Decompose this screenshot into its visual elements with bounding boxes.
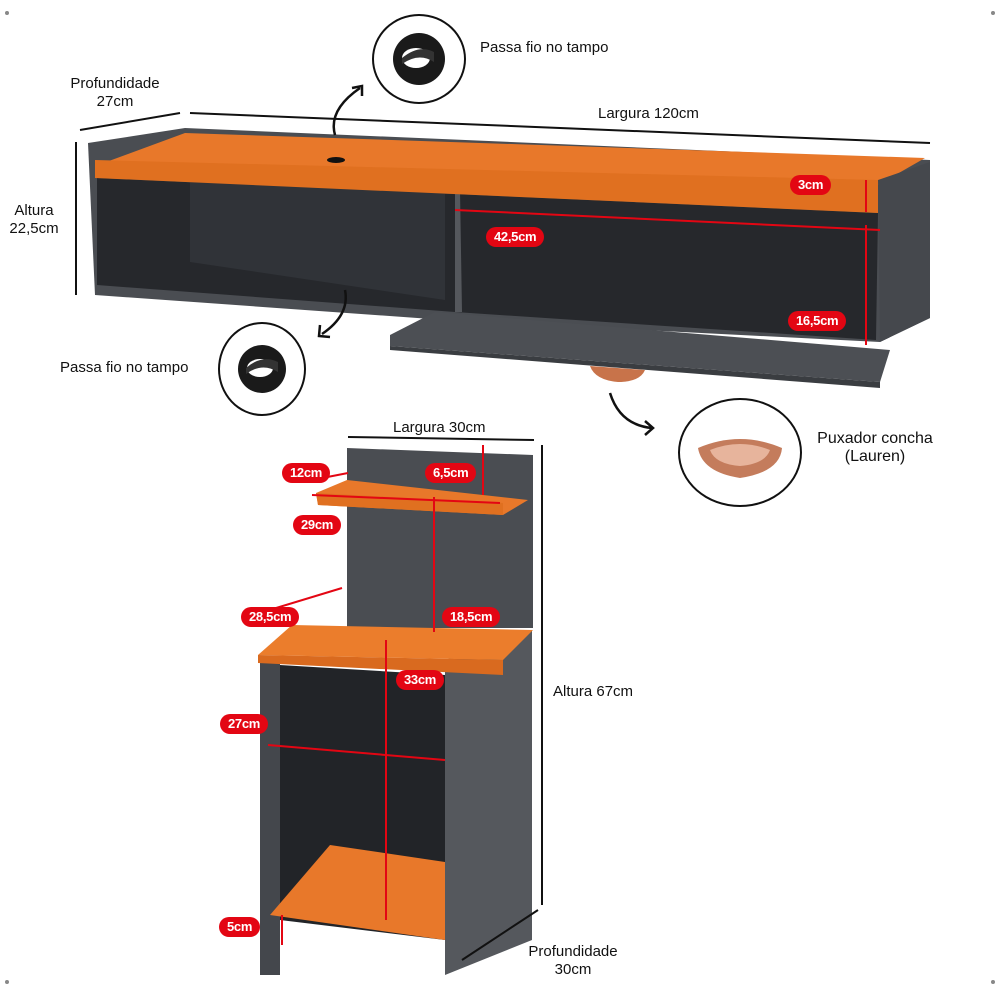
grommet-bottom-label: Passa fio no tampo	[60, 359, 189, 376]
base-height-tag: 5cm	[219, 917, 261, 937]
nightstand-width-label: Largura 30cm	[393, 419, 486, 436]
width-label: Largura 120cm	[598, 105, 699, 122]
shelf-height-tag: 6,5cm	[425, 463, 477, 483]
compartment-height-tag: 16,5cm	[788, 311, 847, 331]
shelf-depth-tag: 12cm	[282, 463, 331, 483]
grommet-detail-bottom	[218, 322, 306, 416]
top-depth-tag: 28,5cm	[241, 607, 300, 627]
cable-grommet-icon	[238, 345, 286, 393]
compartment-width-tag: 42,5cm	[486, 227, 545, 247]
grommet-detail-top	[372, 14, 466, 104]
wall-unit-top	[98, 133, 925, 185]
grommet-top-label: Passa fio no tampo	[480, 39, 609, 56]
shell-handle-icon	[698, 439, 782, 478]
handle	[590, 366, 645, 382]
inner-height-tag: 33cm	[396, 670, 445, 690]
shelf-width-tag: 29cm	[293, 515, 342, 535]
flap-door	[390, 312, 890, 382]
nightstand-height-label: Altura 67cm	[553, 683, 634, 700]
nightstand	[252, 436, 543, 975]
cable-grommet-icon	[393, 33, 445, 85]
wall-unit	[75, 84, 931, 436]
inner-width-tag: 27cm	[220, 714, 269, 734]
shelf-gap-tag: 18,5cm	[442, 607, 501, 627]
top-thickness-tag: 3cm	[790, 175, 832, 195]
handle-detail	[678, 398, 802, 507]
handle-label: Puxador concha(Lauren)	[817, 430, 933, 465]
cable-grommet-hole	[327, 157, 345, 163]
